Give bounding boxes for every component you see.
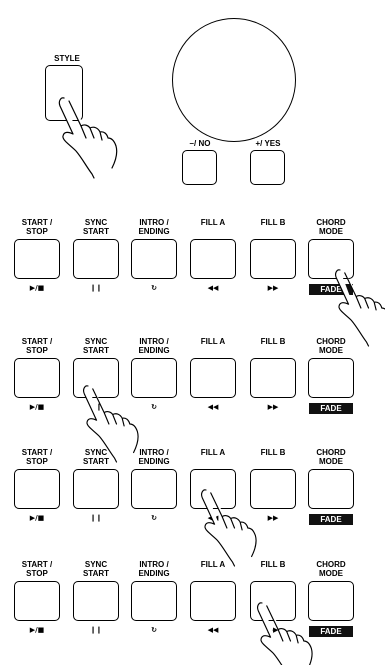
intro-ending-label: INTRO / ENDING bbox=[125, 337, 183, 355]
start-stop-label: START / STOP bbox=[8, 560, 66, 578]
start-stop-button[interactable] bbox=[14, 358, 60, 398]
fill-a-symbol-icon: ◀◀ bbox=[190, 626, 236, 634]
sync-start-button[interactable] bbox=[73, 239, 119, 279]
sync-start-label: SYNC START bbox=[67, 560, 125, 578]
fade-badge: FADE bbox=[309, 403, 353, 414]
fill-b-button[interactable] bbox=[250, 469, 296, 509]
fill-a-symbol-icon: ◀◀ bbox=[190, 403, 236, 411]
start-stop-label: START / STOP bbox=[8, 337, 66, 355]
chord-mode-button[interactable] bbox=[308, 581, 354, 621]
fill-b-symbol-icon: ▶▶ bbox=[250, 626, 296, 634]
fill-b-label: FILL B bbox=[244, 448, 302, 457]
start-stop-label: START / STOP bbox=[8, 218, 66, 236]
intro-ending-button[interactable] bbox=[131, 469, 177, 509]
chord-mode-button[interactable] bbox=[308, 239, 354, 279]
fill-b-button[interactable] bbox=[250, 358, 296, 398]
fill-a-button[interactable] bbox=[190, 581, 236, 621]
intro-ending-label: INTRO / ENDING bbox=[125, 560, 183, 578]
fill-a-symbol-icon: ◀◀ bbox=[190, 514, 236, 522]
start-stop-symbol-icon: ▶/■ bbox=[14, 514, 60, 522]
sync-start-symbol-icon: ❙❙ bbox=[73, 284, 119, 292]
chord-mode-button[interactable] bbox=[308, 469, 354, 509]
start-stop-button[interactable] bbox=[14, 239, 60, 279]
fade-badge: FADE bbox=[309, 514, 353, 525]
intro-ending-label: INTRO / ENDING bbox=[125, 218, 183, 236]
sync-start-button[interactable] bbox=[73, 358, 119, 398]
start-stop-button[interactable] bbox=[14, 581, 60, 621]
start-stop-label: START / STOP bbox=[8, 448, 66, 466]
fill-b-label: FILL B bbox=[244, 218, 302, 227]
data-dial[interactable] bbox=[172, 18, 296, 142]
chord-mode-label: CHORD MODE bbox=[302, 218, 360, 236]
start-stop-symbol-icon: ▶/■ bbox=[14, 626, 60, 634]
fade-badge: FADE bbox=[309, 626, 353, 637]
style-label: STYLE bbox=[42, 54, 92, 63]
chord-mode-label: CHORD MODE bbox=[302, 448, 360, 466]
start-stop-button[interactable] bbox=[14, 469, 60, 509]
style-button[interactable] bbox=[45, 65, 83, 121]
fill-a-button[interactable] bbox=[190, 469, 236, 509]
fill-a-label: FILL A bbox=[184, 448, 242, 457]
chord-mode-label: CHORD MODE bbox=[302, 560, 360, 578]
intro-ending-label: INTRO / ENDING bbox=[125, 448, 183, 466]
intro-ending-symbol-icon: ↻ bbox=[131, 403, 177, 411]
sync-start-label: SYNC START bbox=[67, 448, 125, 466]
chord-mode-button[interactable] bbox=[308, 358, 354, 398]
sync-start-symbol-icon: ❙❙ bbox=[73, 514, 119, 522]
fill-a-label: FILL A bbox=[184, 560, 242, 569]
intro-ending-symbol-icon: ↻ bbox=[131, 284, 177, 292]
fill-a-label: FILL A bbox=[184, 218, 242, 227]
start-stop-symbol-icon: ▶/■ bbox=[14, 284, 60, 292]
fill-b-symbol-icon: ▶▶ bbox=[250, 284, 296, 292]
sync-start-label: SYNC START bbox=[67, 218, 125, 236]
hand-chord-mode-icon bbox=[336, 270, 385, 346]
intro-ending-symbol-icon: ↻ bbox=[131, 514, 177, 522]
fill-a-button[interactable] bbox=[190, 239, 236, 279]
sync-start-button[interactable] bbox=[73, 581, 119, 621]
no-button[interactable] bbox=[182, 150, 217, 185]
fade-badge: FADE bbox=[309, 284, 353, 295]
no-button-label: –/ NO bbox=[180, 139, 220, 148]
start-stop-symbol-icon: ▶/■ bbox=[14, 403, 60, 411]
intro-ending-button[interactable] bbox=[131, 239, 177, 279]
sync-start-label: SYNC START bbox=[67, 337, 125, 355]
fill-b-label: FILL B bbox=[244, 560, 302, 569]
fill-a-label: FILL A bbox=[184, 337, 242, 346]
yes-button[interactable] bbox=[250, 150, 285, 185]
sync-start-button[interactable] bbox=[73, 469, 119, 509]
chord-mode-label: CHORD MODE bbox=[302, 337, 360, 355]
fill-b-symbol-icon: ▶▶ bbox=[250, 514, 296, 522]
fill-b-symbol-icon: ▶▶ bbox=[250, 403, 296, 411]
fill-b-button[interactable] bbox=[250, 239, 296, 279]
sync-start-symbol-icon: ❙❙ bbox=[73, 626, 119, 634]
fill-a-symbol-icon: ◀◀ bbox=[190, 284, 236, 292]
sync-start-symbol-icon: ❙❙ bbox=[73, 403, 119, 411]
fill-b-label: FILL B bbox=[244, 337, 302, 346]
intro-ending-button[interactable] bbox=[131, 581, 177, 621]
fill-b-button[interactable] bbox=[250, 581, 296, 621]
fill-a-button[interactable] bbox=[190, 358, 236, 398]
yes-button-label: +/ YES bbox=[246, 139, 290, 148]
intro-ending-symbol-icon: ↻ bbox=[131, 626, 177, 634]
intro-ending-button[interactable] bbox=[131, 358, 177, 398]
